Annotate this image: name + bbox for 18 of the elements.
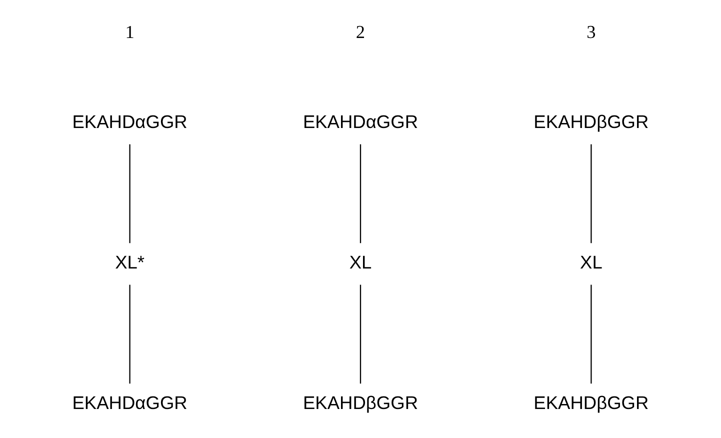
node-text: XL xyxy=(580,251,602,272)
connector xyxy=(590,144,592,244)
label: 1 xyxy=(125,22,134,42)
label: 2 xyxy=(356,22,366,42)
node-text: EKAHDαGGR xyxy=(72,392,188,413)
node-text: EKAHDαGGR xyxy=(302,110,418,132)
node-text: EKAHDβGGR xyxy=(534,110,649,132)
connector xyxy=(129,284,130,384)
node-text: XL xyxy=(349,251,372,272)
node-text: EKAHDαGGR xyxy=(72,110,188,132)
connector xyxy=(360,144,362,244)
node-text: EKAHDβGGR xyxy=(534,392,649,413)
label: 3 xyxy=(586,22,596,42)
node-text: EKAHDβGGR xyxy=(302,392,418,413)
connector xyxy=(590,284,592,384)
node-text: XL* xyxy=(115,251,145,272)
connector xyxy=(360,284,362,384)
connector xyxy=(129,144,130,244)
